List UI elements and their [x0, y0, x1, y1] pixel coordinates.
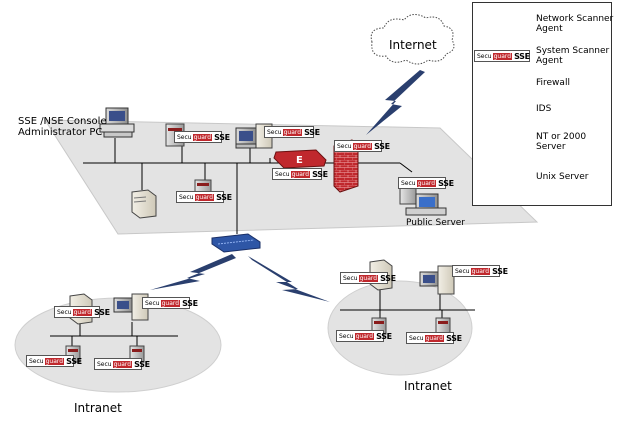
admin-pc-icon — [99, 107, 135, 138]
unix-server-icon — [435, 317, 451, 335]
network-scanner-tower-icon — [131, 189, 157, 219]
right-intranet-label: Intranet — [404, 379, 452, 393]
left-intranet-label: Intranet — [74, 401, 122, 415]
internet-cloud — [370, 14, 455, 65]
legend-label-firewall: Firewall — [536, 78, 570, 88]
internet-label: Internet — [389, 38, 437, 52]
right-intranet-lines — [340, 290, 475, 322]
left-lightning — [150, 254, 236, 290]
public-server-label: Public Server — [406, 218, 466, 228]
legend-label-ids: IDS — [536, 104, 552, 114]
nt-server-icon — [419, 265, 455, 295]
network-switch-icon — [211, 233, 261, 253]
public-server-icon — [399, 185, 447, 216]
internet-lightning — [366, 70, 425, 135]
right-lightning — [248, 256, 330, 302]
legend-box — [472, 2, 612, 206]
svg-text:E: E — [296, 155, 303, 166]
legend-label-unix-server: Unix Server — [536, 172, 589, 182]
ids-icon: E — [273, 149, 327, 169]
right-intranet-platform — [327, 280, 473, 376]
